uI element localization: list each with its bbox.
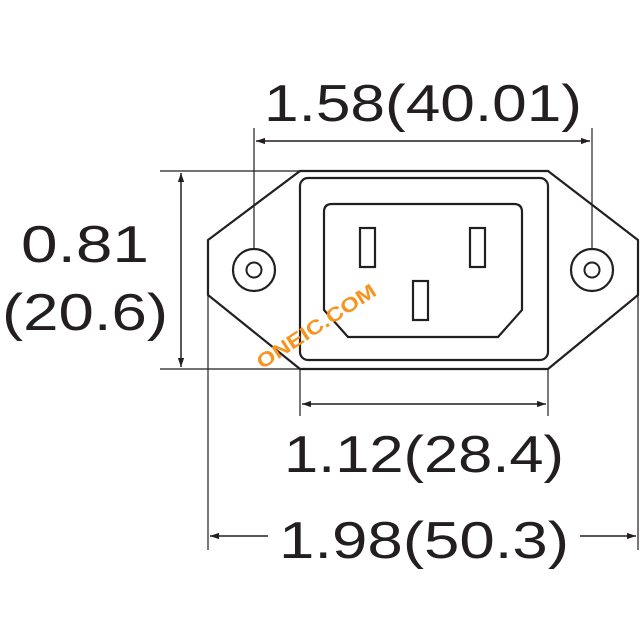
pin-slot-ground — [411, 279, 430, 322]
dim-label-height-in: 0.81 — [21, 216, 149, 274]
dim-label-overall-width: 1.98(50.3) — [279, 512, 569, 570]
mounting-hole-right — [569, 247, 615, 293]
flange-outline — [206, 169, 640, 371]
dim-label-inner-width: 1.12(28.4) — [284, 426, 564, 484]
socket-face — [322, 202, 524, 339]
pin-slot-right — [468, 226, 487, 269]
extension-lines — [160, 128, 639, 550]
dim-label-top-width: 1.58(40.01) — [264, 75, 582, 133]
pin-slot-left — [358, 226, 377, 269]
dim-label-height-mm: (20.6) — [2, 284, 168, 342]
socket-housing — [298, 176, 550, 362]
mounting-hole-left — [231, 247, 277, 293]
